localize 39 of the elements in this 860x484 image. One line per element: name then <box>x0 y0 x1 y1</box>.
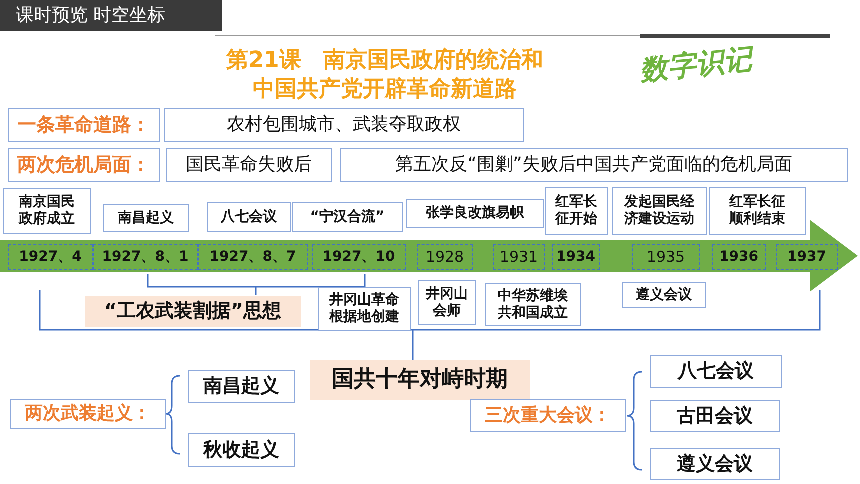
section-banner: 课时预览 时空坐标 <box>0 0 222 31</box>
year-box: 1937 <box>776 244 838 270</box>
stamp-text: 数字识记 <box>638 41 754 89</box>
event-box: 古田会议 <box>650 400 780 432</box>
event-box: 红军长征开始 <box>545 187 608 235</box>
year-box: 1927、4 <box>8 244 93 270</box>
year-box: 1931 <box>493 244 545 270</box>
event-box: 中华苏维埃共和国成立 <box>485 283 581 326</box>
event-box: 遵义会议 <box>650 448 780 480</box>
year-box: 1934 <box>552 244 600 270</box>
event-box: 红军长征顺利结束 <box>709 187 806 235</box>
event-box: 发起国民经济建设运动 <box>612 187 707 235</box>
event-box: 国民革命失败后 <box>166 148 332 182</box>
highlight-band: 国共十年对峙时期 <box>310 360 530 400</box>
event-box: 秋收起义 <box>188 433 295 467</box>
heading-box: 两次危机局面： <box>8 148 160 182</box>
event-box: 八七会议 <box>207 202 291 232</box>
event-box: 张学良改旗易帜 <box>406 199 544 228</box>
year-box: 1927、8、7 <box>198 244 308 270</box>
year-box: 1935 <box>632 244 700 270</box>
year-box: 1928 <box>417 244 473 270</box>
year-box: 1927、10 <box>312 244 406 270</box>
event-box: 井冈山会师 <box>418 280 476 325</box>
year-box: 1927、8、1 <box>93 244 198 270</box>
event-box: 遵义会议 <box>622 282 706 308</box>
heading-box: 一条革命道路： <box>8 108 160 142</box>
event-box: “宁汉合流” <box>292 202 403 232</box>
event-box: 南京国民政府成立 <box>3 188 91 234</box>
heading-box: 三次重大会议： <box>470 399 626 432</box>
event-box: 八七会议 <box>650 355 782 388</box>
heading-box: 两次武装起义： <box>10 399 166 429</box>
year-box: 1936 <box>712 244 766 270</box>
event-box: 南昌起义 <box>103 204 189 232</box>
title: 第21课 南京国民政府的统治和中国共产党开辟革命新道路 <box>226 46 544 104</box>
event-box: 井冈山革命根据地创建 <box>318 287 411 331</box>
event-box: 第五次反“围剿”失败后中国共产党面临的危机局面 <box>340 148 848 182</box>
event-box: 农村包围城市、武装夺取政权 <box>164 108 524 142</box>
highlight-band: “工农武装割据”思想 <box>85 296 301 327</box>
event-box: 南昌起义 <box>188 370 295 403</box>
